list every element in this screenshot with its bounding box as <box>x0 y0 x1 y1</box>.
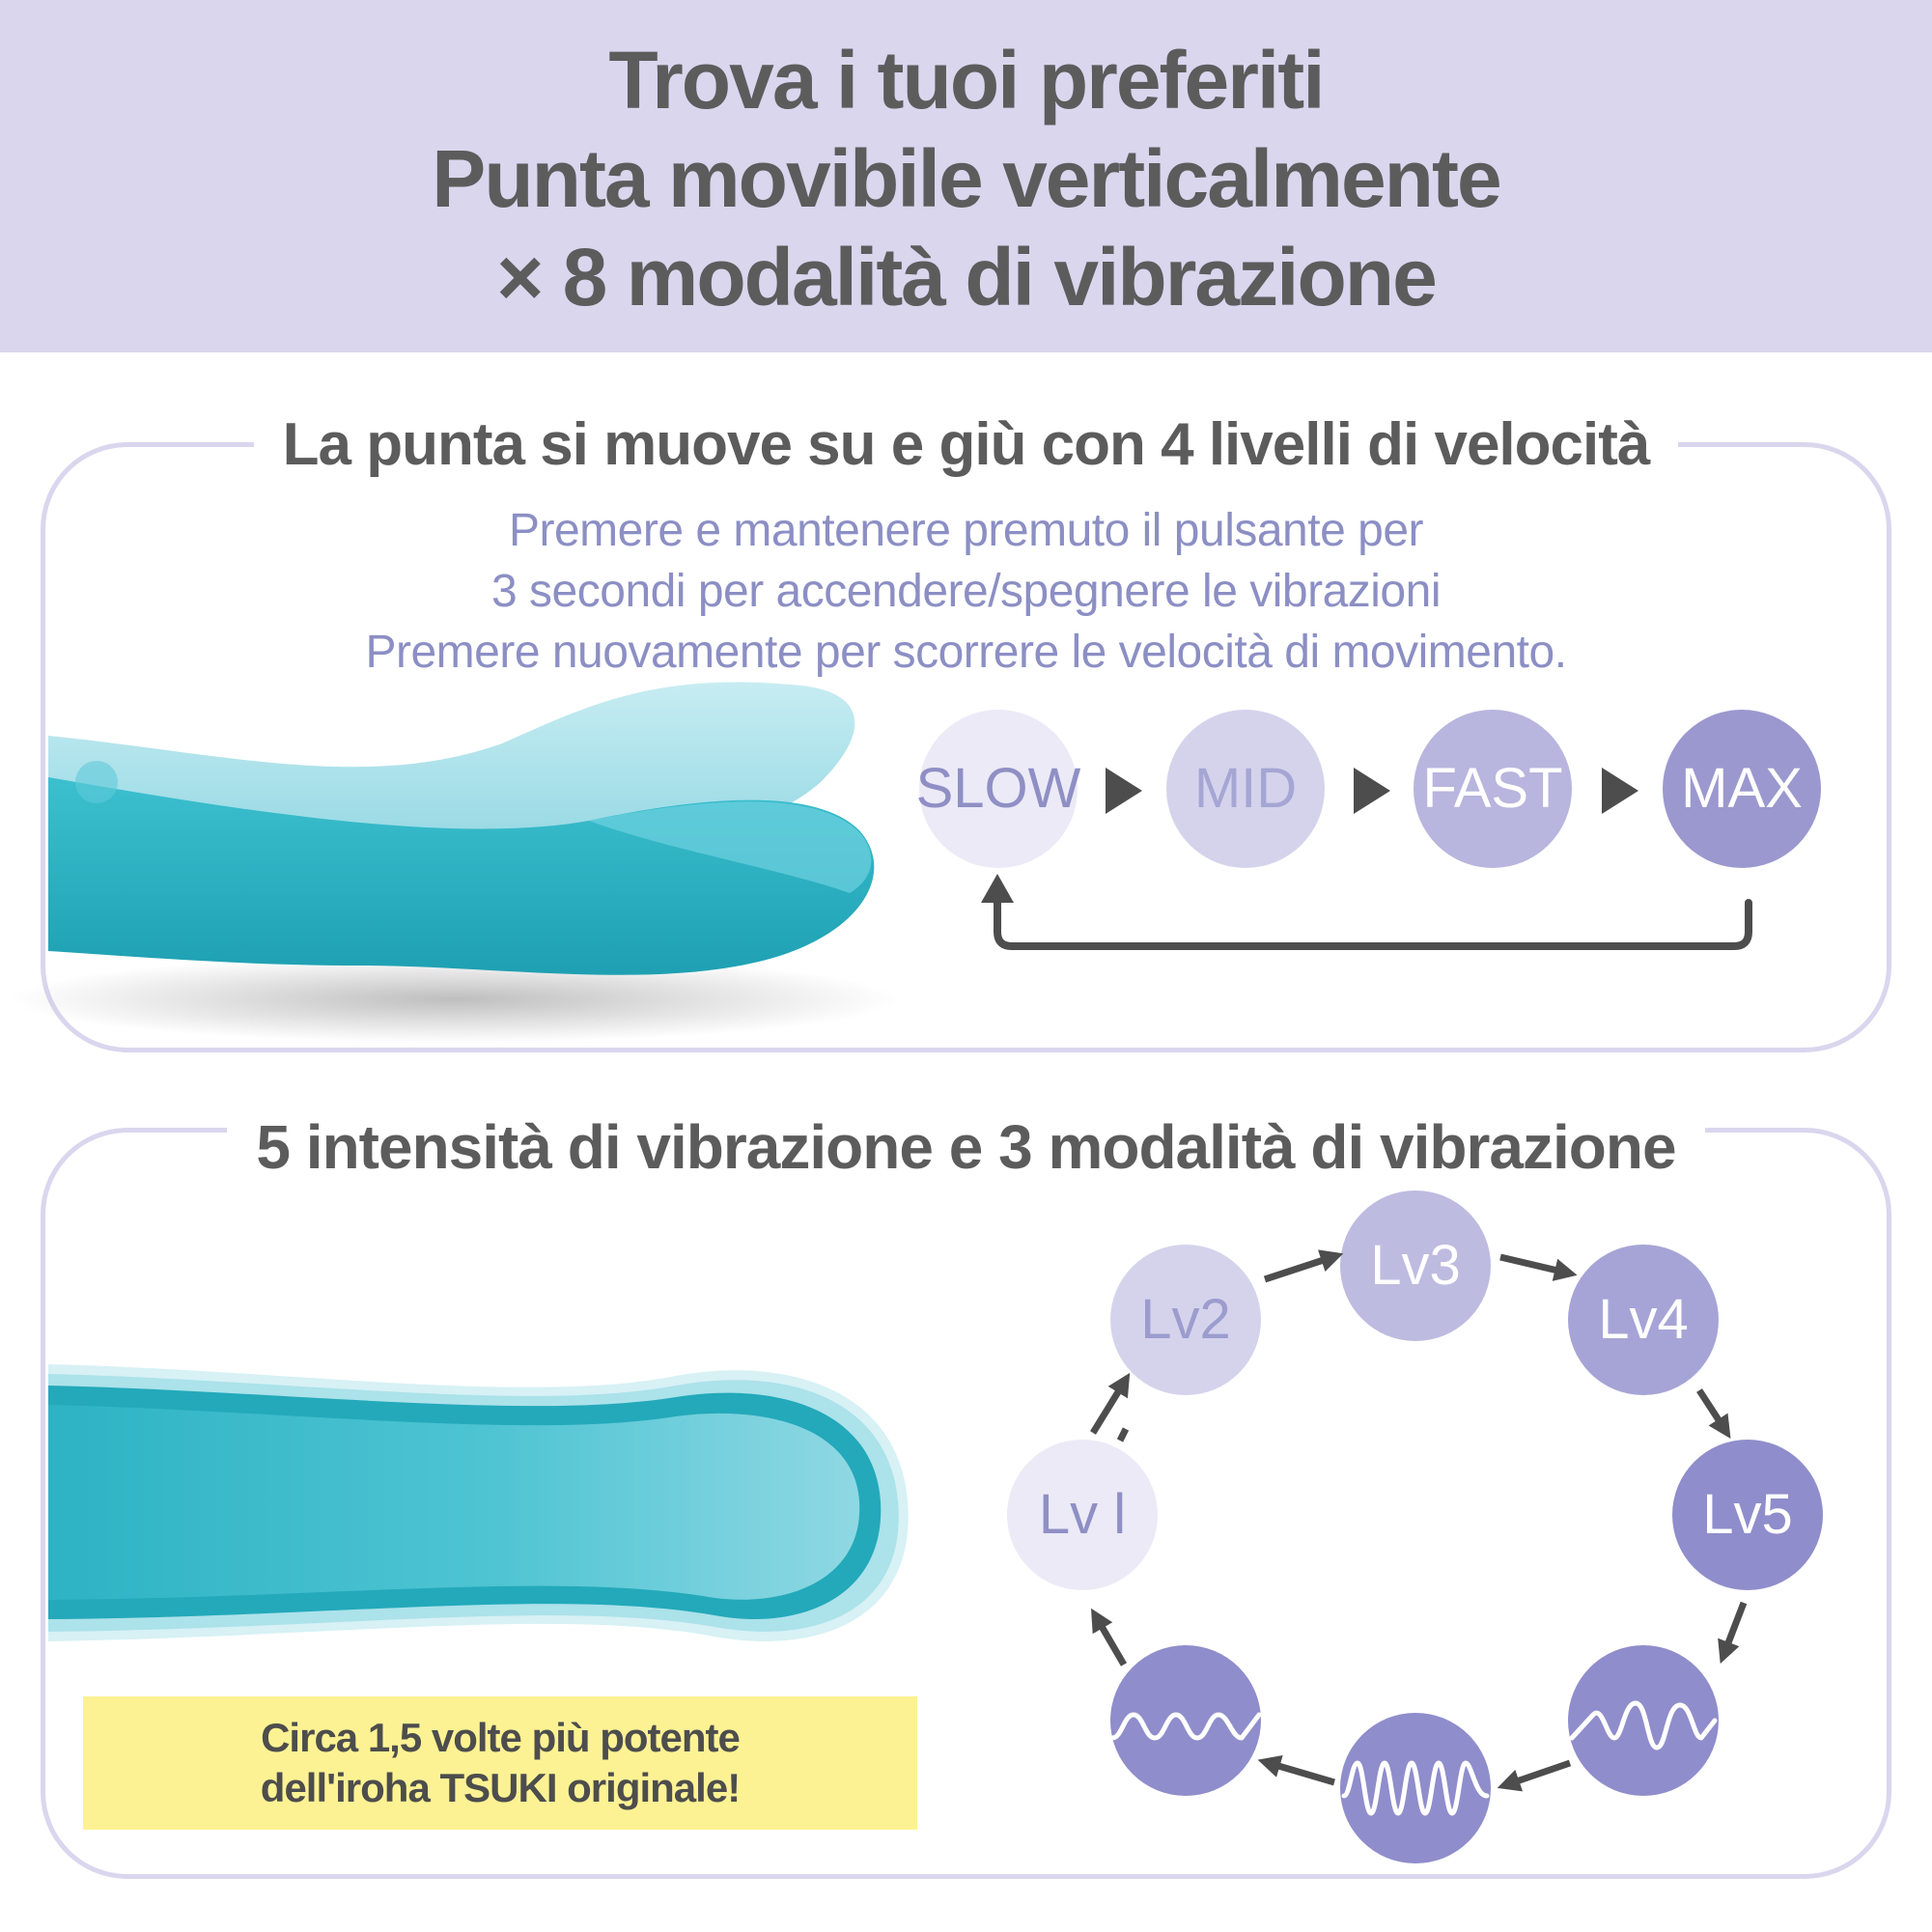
speed-arrow-icon <box>1602 768 1638 814</box>
speed-max-label: MAX <box>1681 757 1803 820</box>
vibration-panel-title: 5 intensità di vibrazione e 3 modalità d… <box>0 1112 1932 1182</box>
level-3-label: Lv3 <box>1370 1234 1461 1297</box>
speed-slow-label: SLOW <box>915 757 1081 820</box>
speed-mid-label: MID <box>1193 757 1298 820</box>
header-line-2: Punta movibile verticalmente <box>432 133 1501 224</box>
instruction-line-3: Premere nuovamente per scorrere le veloc… <box>365 627 1567 678</box>
instruction-line-1: Premere e mantenere premuto il pulsante … <box>508 505 1424 556</box>
header-line-1: Trova i tuoi preferiti <box>608 35 1325 126</box>
level-2-circle: Lv2 <box>1110 1245 1261 1395</box>
header-banner: Trova i tuoi preferiti Punta movibile ve… <box>0 0 1932 352</box>
power-note-line-1: Circa 1,5 volte più potente <box>261 1715 741 1760</box>
mode-circle <box>1109 1645 1262 1796</box>
mode-circle <box>1340 1713 1491 1863</box>
level-4-label: Lv4 <box>1598 1288 1689 1351</box>
header-line-3: × 8 modalità di vibrazione <box>496 232 1438 322</box>
device-top-illustration <box>48 1364 909 1641</box>
level-4-circle: Lv4 <box>1568 1245 1719 1395</box>
speed-arrow-icon <box>1106 768 1142 814</box>
level-5-label: Lv5 <box>1702 1483 1793 1546</box>
level-1-label: Lv l <box>1038 1483 1127 1546</box>
speed-arrow-icon <box>1354 768 1390 814</box>
device-side-illustration <box>10 682 898 1043</box>
speed-fast-label: FAST <box>1422 757 1563 820</box>
mode-circle <box>1568 1645 1719 1796</box>
speed-mid-circle: MID <box>1166 710 1325 868</box>
power-note-line-2: dell'iroha TSUKI originale! <box>260 1765 741 1810</box>
power-note-box: Circa 1,5 volte più potente dell'iroha T… <box>83 1696 917 1830</box>
speed-slow-circle: SLOW <box>915 710 1081 868</box>
level-3-circle: Lv3 <box>1340 1190 1491 1341</box>
level-5-circle: Lv5 <box>1672 1440 1823 1590</box>
level-1-circle: Lv l <box>1007 1440 1158 1590</box>
level-2-label: Lv2 <box>1140 1288 1231 1351</box>
instruction-line-2: 3 secondi per accendere/spegnere le vibr… <box>491 566 1441 617</box>
speed-fast-circle: FAST <box>1414 710 1572 868</box>
speed-panel-title: La punta si muove su e giù con 4 livelli… <box>0 411 1932 478</box>
speed-max-circle: MAX <box>1663 710 1821 868</box>
